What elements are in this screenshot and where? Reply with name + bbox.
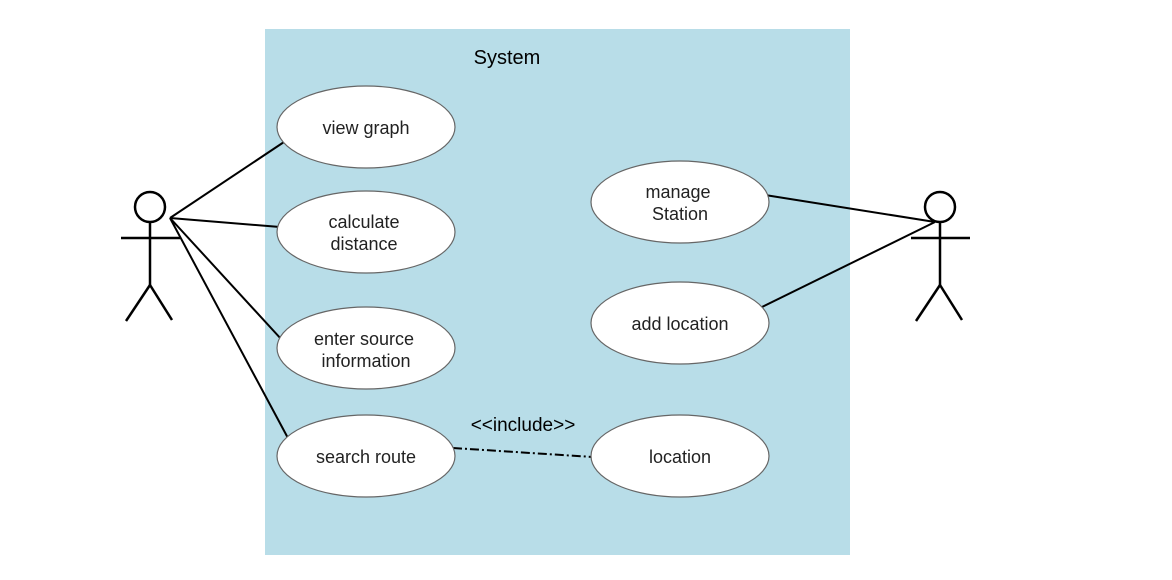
use-case-label-line2: information xyxy=(321,351,410,371)
associations-right xyxy=(761,194,936,308)
use-case-search-route[interactable]: search route xyxy=(276,414,456,498)
association-enter-source-information xyxy=(169,217,283,341)
use-case-label: add location xyxy=(631,314,728,334)
actor-head xyxy=(923,190,957,224)
include-relationship xyxy=(452,447,594,458)
association-manage-station xyxy=(764,194,936,223)
actor-left-leg xyxy=(124,284,152,322)
actor-admin[interactable] xyxy=(911,190,970,322)
use-case-view-graph[interactable]: view graph xyxy=(276,85,456,169)
actor-right-leg xyxy=(938,284,964,321)
use-case-label-line1: manage xyxy=(645,182,710,202)
include-label: <<include>> xyxy=(471,415,576,436)
actor-head xyxy=(133,190,167,224)
use-case-label-line2: distance xyxy=(330,234,397,254)
use-case-label-line1: calculate xyxy=(328,212,399,232)
use-case-label: location xyxy=(649,447,711,467)
use-case-enter-source-information[interactable]: enter source information xyxy=(276,306,456,390)
actor-user[interactable] xyxy=(121,190,180,322)
association-calculate-distance xyxy=(169,217,281,228)
use-case-manage-station[interactable]: manage Station xyxy=(590,160,770,244)
association-add-location xyxy=(761,221,936,308)
use-case-location[interactable]: location xyxy=(590,414,770,498)
use-case-label: view graph xyxy=(322,118,409,138)
actor-left-leg xyxy=(914,284,942,322)
system-title: System xyxy=(474,47,541,69)
actor-right-leg xyxy=(148,284,174,321)
use-case-label-line1: enter source xyxy=(314,329,414,349)
use-case-label-line2: Station xyxy=(652,204,708,224)
use-case-add-location[interactable]: add location xyxy=(590,281,770,365)
association-view-graph xyxy=(169,139,288,219)
use-case-label: search route xyxy=(316,447,416,467)
associations-left xyxy=(169,139,290,441)
use-case-calculate-distance[interactable]: calculate distance xyxy=(276,190,456,274)
association-search-route xyxy=(169,217,290,441)
